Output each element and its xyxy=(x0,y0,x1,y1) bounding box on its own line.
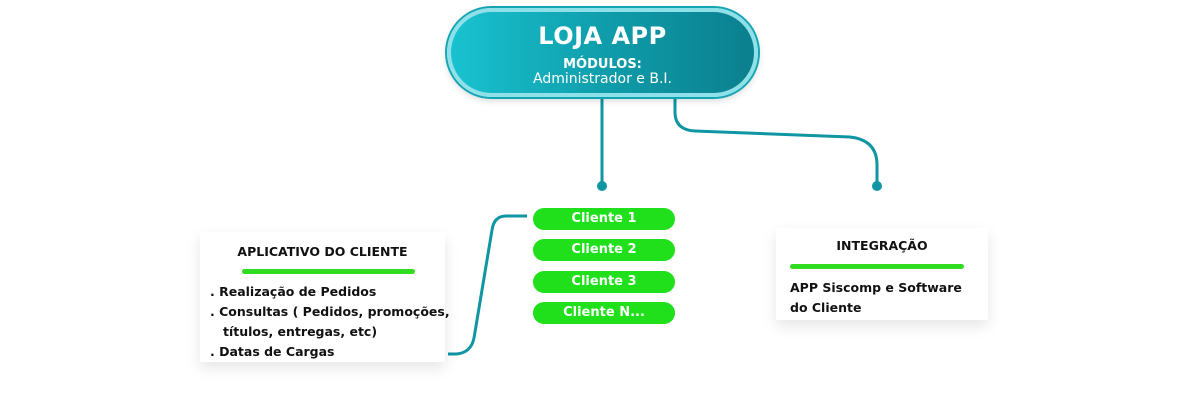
integration-title: INTEGRAÇÃO xyxy=(836,238,928,253)
integration-description: APP Siscomp e Software do Cliente xyxy=(790,278,962,318)
hub-to-integration-connector xyxy=(673,97,879,186)
loja-app-hub: LOJA APP MÓDULOS: Administrador e B.I. xyxy=(447,8,758,97)
feature-item: . Realização de Pedidos xyxy=(210,284,377,299)
client-app-underline xyxy=(242,269,415,274)
client-app-feature-list: . Realização de Pedidos . Consultas ( Pe… xyxy=(210,282,450,362)
hub-subtitle: MÓDULOS: xyxy=(563,57,642,72)
clients-to-app-connector xyxy=(448,214,527,356)
feature-item: . Consultas ( Pedidos, promoções, xyxy=(210,304,450,319)
hub-description: Administrador e B.I. xyxy=(533,71,672,87)
client-pill-n: Cliente N... xyxy=(533,302,675,324)
clients-connector-dot xyxy=(597,181,607,191)
integration-line: APP Siscomp e Software xyxy=(790,280,962,295)
client-app-card: APLICATIVO DO CLIENTE . Realização de Pe… xyxy=(200,232,450,362)
feature-item: . Datas de Cargas xyxy=(210,344,335,359)
integration-card: INTEGRAÇÃO APP Siscomp e Software do Cli… xyxy=(776,228,988,320)
integration-line: do Cliente xyxy=(790,300,862,315)
client-pill-1: Cliente 1 xyxy=(533,208,675,230)
client-pill-2: Cliente 2 xyxy=(533,239,675,261)
feature-item: títulos, entregas, etc) xyxy=(223,324,378,339)
integration-connector-dot xyxy=(872,181,882,191)
hub-title: LOJA APP xyxy=(538,22,667,50)
client-app-title: APLICATIVO DO CLIENTE xyxy=(237,244,408,259)
client-pill-3: Cliente 3 xyxy=(533,271,675,293)
integration-underline xyxy=(790,264,964,269)
